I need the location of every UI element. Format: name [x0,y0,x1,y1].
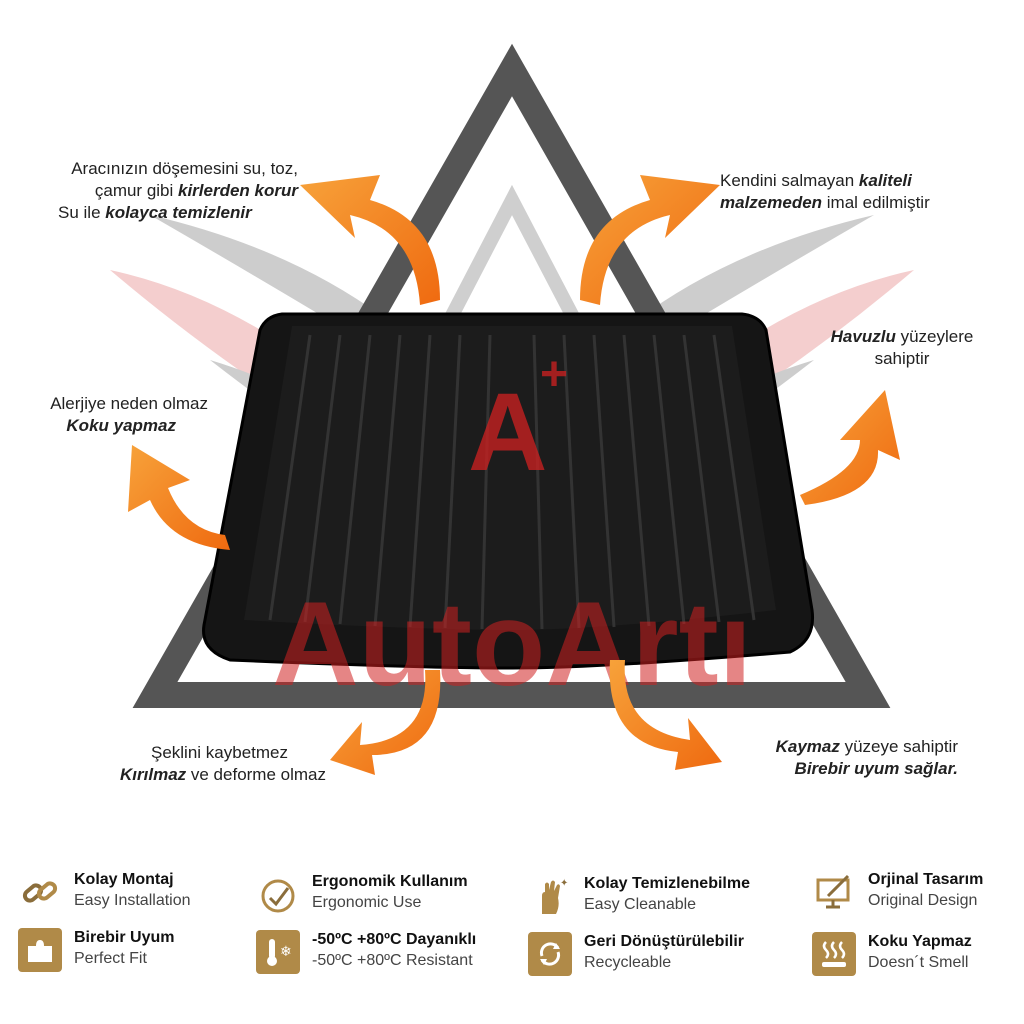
feature-title: -50ºC +80ºC Dayanıklı [312,931,477,948]
arrow-top-right [580,175,720,305]
chain-link-icon [18,870,62,914]
arrow-bottom-right [609,660,722,770]
svg-text:✦: ✦ [560,878,568,889]
feature-subtitle: -50ºC +80ºC Resistant [312,952,473,969]
arrow-bottom-left [330,670,441,775]
feature-title: Geri Dönüştürülebilir [584,933,745,950]
feature-title: Orjinal Tasarım [868,871,984,888]
callout-emphasis: kolayca temizlenir [105,203,252,222]
logo-plus: + [540,348,568,401]
callout-text: ve deforme olmaz [186,765,326,784]
trunk-mat [202,312,815,670]
feature-subtitle: Recycleable [584,954,672,971]
callout-text: Aracınızın döşemesini su, toz, [71,159,298,178]
recycle-icon [528,932,572,976]
callout-emphasis: Koku yapmaz [66,416,176,435]
feature-subtitle: Original Design [868,892,978,909]
temperature-icon: ❄ [256,930,300,974]
puzzle-icon [18,928,62,972]
arrow-mid-left [128,445,230,550]
callout-emphasis: Kırılmaz [120,765,187,784]
callout-text: Alerjiye neden olmaz [50,394,208,413]
callout-emphasis: Birebir uyum sağlar. [794,759,958,778]
product-illustration: A + AutoArtı [110,43,914,775]
callout-text: Kendini salmayan [720,171,859,190]
callout-bottom-right: Kaymaz yüzeye sahiptir Birebir uyum sağl… [700,736,958,780]
callout-bottom-left: Şeklini kaybetmez Kırılmaz ve deforme ol… [60,742,326,786]
product-stage: A + AutoArtı Aracınızın döşemesini su, t… [20,43,992,786]
no-smell-icon [812,932,856,976]
callout-text: sahiptir [874,349,930,368]
callout-text: Şeklini kaybetmez [150,743,288,762]
svg-text:❄: ❄ [280,943,292,959]
feature-item: ❄ -50ºC +80ºC Dayanıklı -50ºC +80ºC Resis… [256,930,476,974]
arrow-mid-right [800,390,900,505]
callout-text: yüzeylere [895,327,974,346]
callout-emphasis: kirlerden korur [178,181,298,200]
feature-title: Ergonomik Kullanım [312,873,468,890]
feature-title: Birebir Uyum [74,929,175,946]
callout-top-right: Kendini salmayan kaliteli malzemeden ima… [720,170,980,214]
clean-hand-icon: ✦ [528,874,572,918]
feature-title: Kolay Temizlenebilme [584,875,750,892]
callout-mid-left: Alerjiye neden olmaz Koku yapmaz [20,393,208,437]
feature-subtitle: Easy Cleanable [584,896,697,913]
callout-text: imal edilmiştir [822,193,930,212]
callout-emphasis: Kaymaz [775,737,840,756]
feature-subtitle: Easy Installation [74,892,191,909]
feature-subtitle: Perfect Fit [74,950,147,967]
callout-emphasis: Havuzlu [830,327,896,346]
arrows [128,175,900,775]
callout-emphasis: kaliteli [858,171,912,190]
callout-top-left: Aracınızın döşemesini su, toz, çamur gib… [40,158,298,224]
logo-wordmark: AutoArtı [272,577,752,711]
design-monitor-icon [812,870,856,914]
logo-mark: A [468,371,547,494]
feature-subtitle: Doesn´t Smell [868,954,969,971]
arrow-top-left [300,175,440,305]
ergonomic-icon [256,872,300,916]
feature-title: Kolay Montaj [74,871,174,888]
callout-mid-right: Havuzlu yüzeylere sahiptir [812,326,992,370]
callout-emphasis: malzemeden [720,193,823,212]
feature-title: Koku Yapmaz [868,933,972,950]
callout-text: yüzeye sahiptir [839,737,958,756]
callout-text: Su ile [58,203,106,222]
feature-subtitle: Ergonomic Use [312,894,422,911]
callout-text: çamur gibi [94,181,178,200]
